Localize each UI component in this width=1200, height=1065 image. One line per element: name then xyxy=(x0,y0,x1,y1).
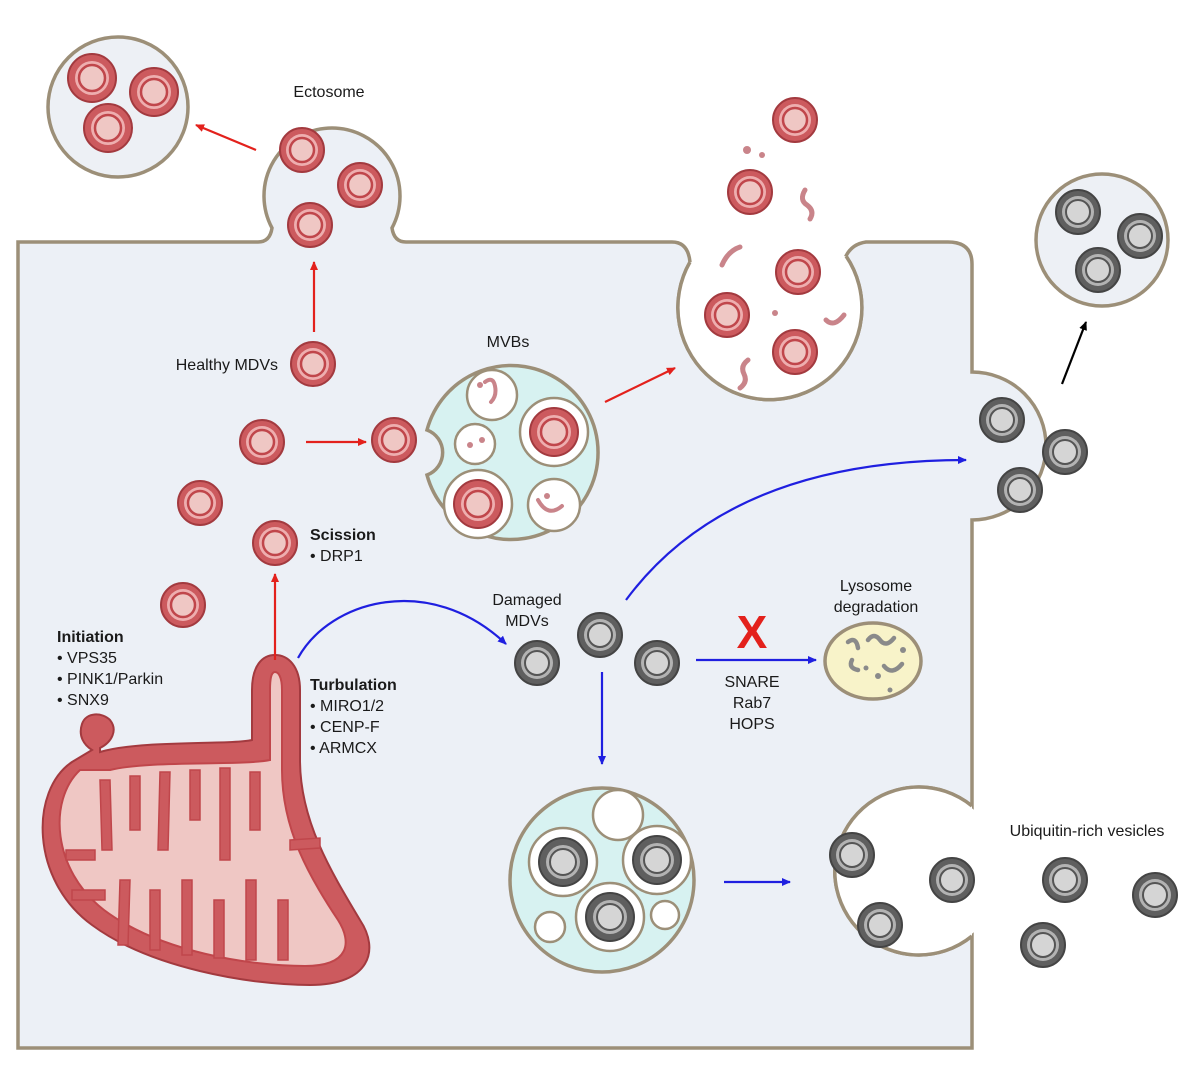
release-arrow xyxy=(1060,321,1088,385)
blocked-mark: X xyxy=(737,606,768,658)
damaged-route-arrows xyxy=(297,456,967,886)
mitochondrion xyxy=(41,653,371,987)
snare-factor: SNARE xyxy=(724,674,779,691)
damaged-mdvs xyxy=(514,612,680,686)
healthy-route-arrows xyxy=(195,123,676,660)
scission-item: • DRP1 xyxy=(310,548,363,565)
turbulation-item: • MIRO1/2 xyxy=(310,698,384,715)
exosome-cargo xyxy=(704,97,847,391)
scission-title: Scission xyxy=(310,527,376,544)
initiation-item: • SNX9 xyxy=(57,692,109,709)
exocytosis-pocket xyxy=(676,255,864,402)
initiation-item: • PINK1/Parkin xyxy=(57,671,163,688)
snare-factor: Rab7 xyxy=(733,695,771,712)
lysosome-label: Lysosome xyxy=(840,578,912,595)
released-ectosome-cargo xyxy=(67,53,179,153)
snare-factor: HOPS xyxy=(729,716,774,733)
turbulation-title: Turbulation xyxy=(310,677,397,694)
turbulation-item: • ARMCX xyxy=(310,740,377,757)
ubiquitin-vesicles-label: Ubiquitin-rich vesicles xyxy=(1010,823,1165,840)
ectosome-cargo xyxy=(279,127,383,248)
initiation-title: Initiation xyxy=(57,629,124,646)
ubiquitin-rich-vesicles xyxy=(829,832,1178,968)
lysosome-label: degradation xyxy=(834,599,919,616)
mvb-healthy-contents xyxy=(442,368,590,540)
healthy-mdvs-label: Healthy MDVs xyxy=(176,357,278,374)
damaged-mdvs-label: Damaged xyxy=(492,592,561,609)
damaged-mdvs-label: MDVs xyxy=(505,613,549,630)
lysosome-contents xyxy=(845,633,906,693)
mvbs-label: MVBs xyxy=(487,334,530,351)
turbulation-item: • CENP-F xyxy=(310,719,380,736)
mvb-damaged-contents xyxy=(527,788,693,953)
budding-damaged-cargo xyxy=(979,397,1088,513)
healthy-mdvs xyxy=(160,341,417,628)
initiation-item: • VPS35 xyxy=(57,650,117,667)
ectosome-label: Ectosome xyxy=(293,84,364,101)
released-damaged-cargo xyxy=(1055,189,1163,293)
